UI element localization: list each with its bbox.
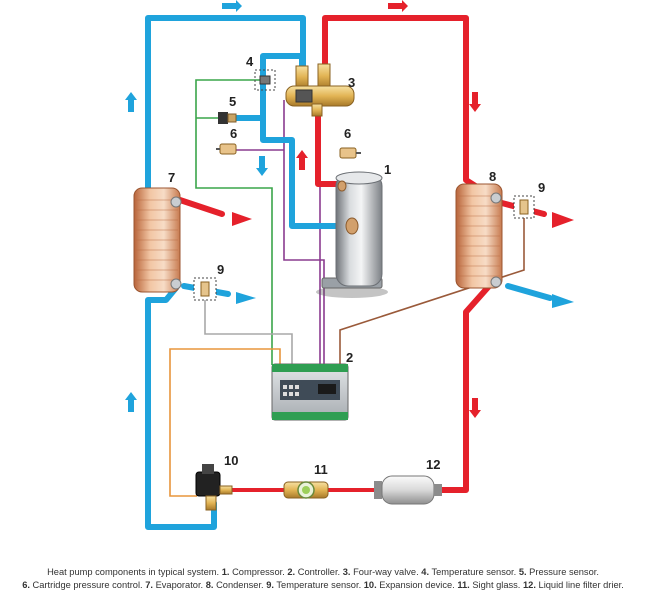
arrow-red-up [296, 150, 308, 170]
evaporator-water-arrow [236, 292, 256, 304]
condenser-water-in [505, 283, 553, 301]
label-temperature-sensor-9-right: 9 [538, 180, 545, 195]
sight-glass [283, 481, 329, 499]
controller [271, 363, 349, 421]
label-pressure-sensor: 5 [229, 94, 236, 109]
figure-caption: Heat pump components in typical system. … [0, 566, 646, 592]
caption-num-4: 4. [421, 567, 430, 577]
label-condenser: 8 [489, 169, 496, 184]
gray-wire [204, 290, 293, 365]
label-four-way-valve: 3 [348, 75, 355, 90]
four-way-valve [285, 63, 355, 117]
label-cartridge-left: 6 [230, 126, 237, 141]
caption-text-6: Cartridge pressure control. [29, 580, 143, 590]
caption-text-10: Expansion device. [376, 580, 455, 590]
caption-num-8: 8. [205, 580, 214, 590]
orange-wire [169, 348, 281, 497]
compressor [316, 171, 388, 298]
component-labels: 1 2 3 4 5 6 6 7 8 9 9 10 11 12 [168, 54, 545, 477]
label-compressor: 1 [384, 162, 391, 177]
water-connections [177, 197, 574, 308]
hot-pipe-discharge [315, 107, 345, 187]
hot-pipe-top [322, 15, 491, 197]
caption-text-11: Sight glass. [469, 580, 521, 590]
condenser-water-out-arrow [552, 212, 574, 228]
caption-num-7: 7. [145, 580, 153, 590]
caption-text-3: Four-way valve. [350, 567, 419, 577]
caption-num-2: 2. [287, 567, 296, 577]
caption-text-2: Controller. [295, 567, 341, 577]
expansion-device [195, 464, 233, 511]
condenser-water-in-arrow [552, 294, 574, 308]
label-expansion-device: 10 [224, 453, 238, 468]
condenser [455, 183, 503, 289]
arrow-blue-down [256, 156, 268, 176]
label-cartridge-right: 6 [344, 126, 351, 141]
arrow-blue-up [125, 92, 137, 112]
caption-text-9: Temperature sensor. [273, 580, 362, 590]
caption-text-1: Compressor. [229, 567, 285, 577]
caption-num-3: 3. [342, 567, 351, 577]
brown-wire [339, 212, 525, 365]
caption-text-7: Evaporator. [152, 580, 204, 590]
label-evaporator: 7 [168, 170, 175, 185]
purple-wire [283, 100, 325, 365]
caption-num-6: 6. [22, 580, 30, 590]
cartridge-pressure-control-left [216, 143, 237, 155]
flow-arrows [125, 0, 481, 418]
label-filter-drier: 12 [426, 457, 440, 472]
label-temperature-sensor-4: 4 [246, 54, 254, 69]
label-controller: 2 [346, 350, 353, 365]
caption-num-5: 5. [518, 567, 527, 577]
caption-lead: Heat pump components in typical system. [47, 567, 220, 577]
caption-num-9: 9. [266, 580, 274, 590]
caption-num-11: 11. [457, 580, 470, 590]
arrow-red-down [469, 92, 481, 112]
evaporator [133, 187, 182, 293]
filter-drier [374, 475, 442, 505]
label-sight-glass: 11 [314, 462, 328, 477]
caption-text-5: Pressure sensor. [526, 567, 599, 577]
evaporator-water-out [177, 197, 225, 217]
pressure-sensor [218, 112, 237, 124]
cold-pipe-left-lower [145, 285, 217, 530]
arrow-red-down-lower [469, 398, 481, 418]
caption-num-12: 12. [523, 580, 536, 590]
caption-text-8: Condenser. [213, 580, 264, 590]
cartridge-pressure-control-right [339, 147, 361, 159]
label-temperature-sensor-9-left: 9 [217, 262, 224, 277]
cold-pipe-valve-compressor [260, 53, 351, 229]
arrow-blue-right [222, 0, 242, 12]
caption-text-12: Liquid line filter drier. [535, 580, 624, 590]
temperature-sensor-9-left [193, 277, 217, 301]
temperature-sensor-4 [254, 69, 276, 91]
caption-text-4: Temperature sensor. [429, 567, 517, 577]
evaporator-water-out-arrow [232, 212, 252, 226]
hot-pipe-right-lower [437, 282, 493, 493]
caption-num-10: 10. [363, 580, 377, 590]
temperature-sensor-9-right [513, 195, 535, 219]
arrow-blue-up-lower [125, 392, 137, 412]
arrow-red-right [388, 0, 408, 12]
green-wire [195, 79, 273, 365]
caption-num-1: 1. [221, 567, 230, 577]
